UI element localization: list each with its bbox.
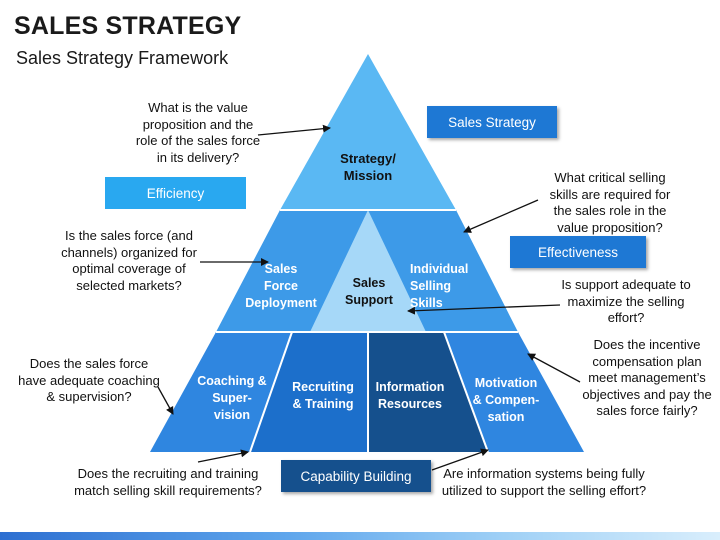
segment-recruiting xyxy=(250,332,368,452)
segment-coaching xyxy=(150,332,292,452)
arrow-information xyxy=(431,448,489,471)
page-title: SALES STRATEGY xyxy=(14,12,242,40)
capability-building-box: Capability Building xyxy=(281,460,431,492)
efficiency-box: Efficiency xyxy=(105,177,246,209)
arrow-critical-skills xyxy=(463,199,539,233)
effectiveness-box: Effectiveness xyxy=(510,236,646,268)
bottom-recruiting-label: Recruiting & Training xyxy=(292,380,354,411)
arrow-recruiting xyxy=(197,449,249,463)
question-recruiting: Does the recruiting and training match s… xyxy=(74,466,262,498)
arrow-support xyxy=(407,304,561,315)
segment-motivation xyxy=(444,332,584,452)
question-value-proposition: What is the value proposition and the ro… xyxy=(135,100,261,165)
question-critical-skills: What critical selling skills are require… xyxy=(549,170,671,235)
sales-strategy-box: Sales Strategy xyxy=(427,106,557,138)
page-subtitle: Sales Strategy Framework xyxy=(16,48,229,68)
question-support: Is support adequate to maximize the sell… xyxy=(561,277,691,325)
arrow-incentive xyxy=(527,353,581,383)
question-information: Are information systems being fully util… xyxy=(441,466,647,498)
question-incentive: Does the incentive compensation plan mee… xyxy=(582,337,712,418)
pyramid-top-tier xyxy=(280,54,456,210)
pyramid-right-label: Individual Selling Skills xyxy=(410,261,469,310)
footer-bar xyxy=(0,532,720,540)
pyramid-center-triangle xyxy=(310,210,426,332)
bottom-information-label: Information Resources xyxy=(375,380,445,411)
bottom-coaching-label: Coaching & Super- vision xyxy=(197,373,267,422)
bottom-motivation-label: Motivation & Compen- sation xyxy=(472,375,540,424)
pyramid-left-label: Sales Force Deployment xyxy=(245,261,317,310)
arrow-coaching xyxy=(157,386,174,415)
arrow-value-proposition xyxy=(257,124,331,136)
pyramid-center-label: Sales Support xyxy=(345,276,393,307)
pyramid-top-label: Strategy/ Mission xyxy=(340,151,396,183)
segment-information xyxy=(368,332,488,452)
question-coaching: Does the sales force have adequate coach… xyxy=(18,356,160,404)
question-organized: Is the sales force (and channels) organi… xyxy=(61,228,197,293)
